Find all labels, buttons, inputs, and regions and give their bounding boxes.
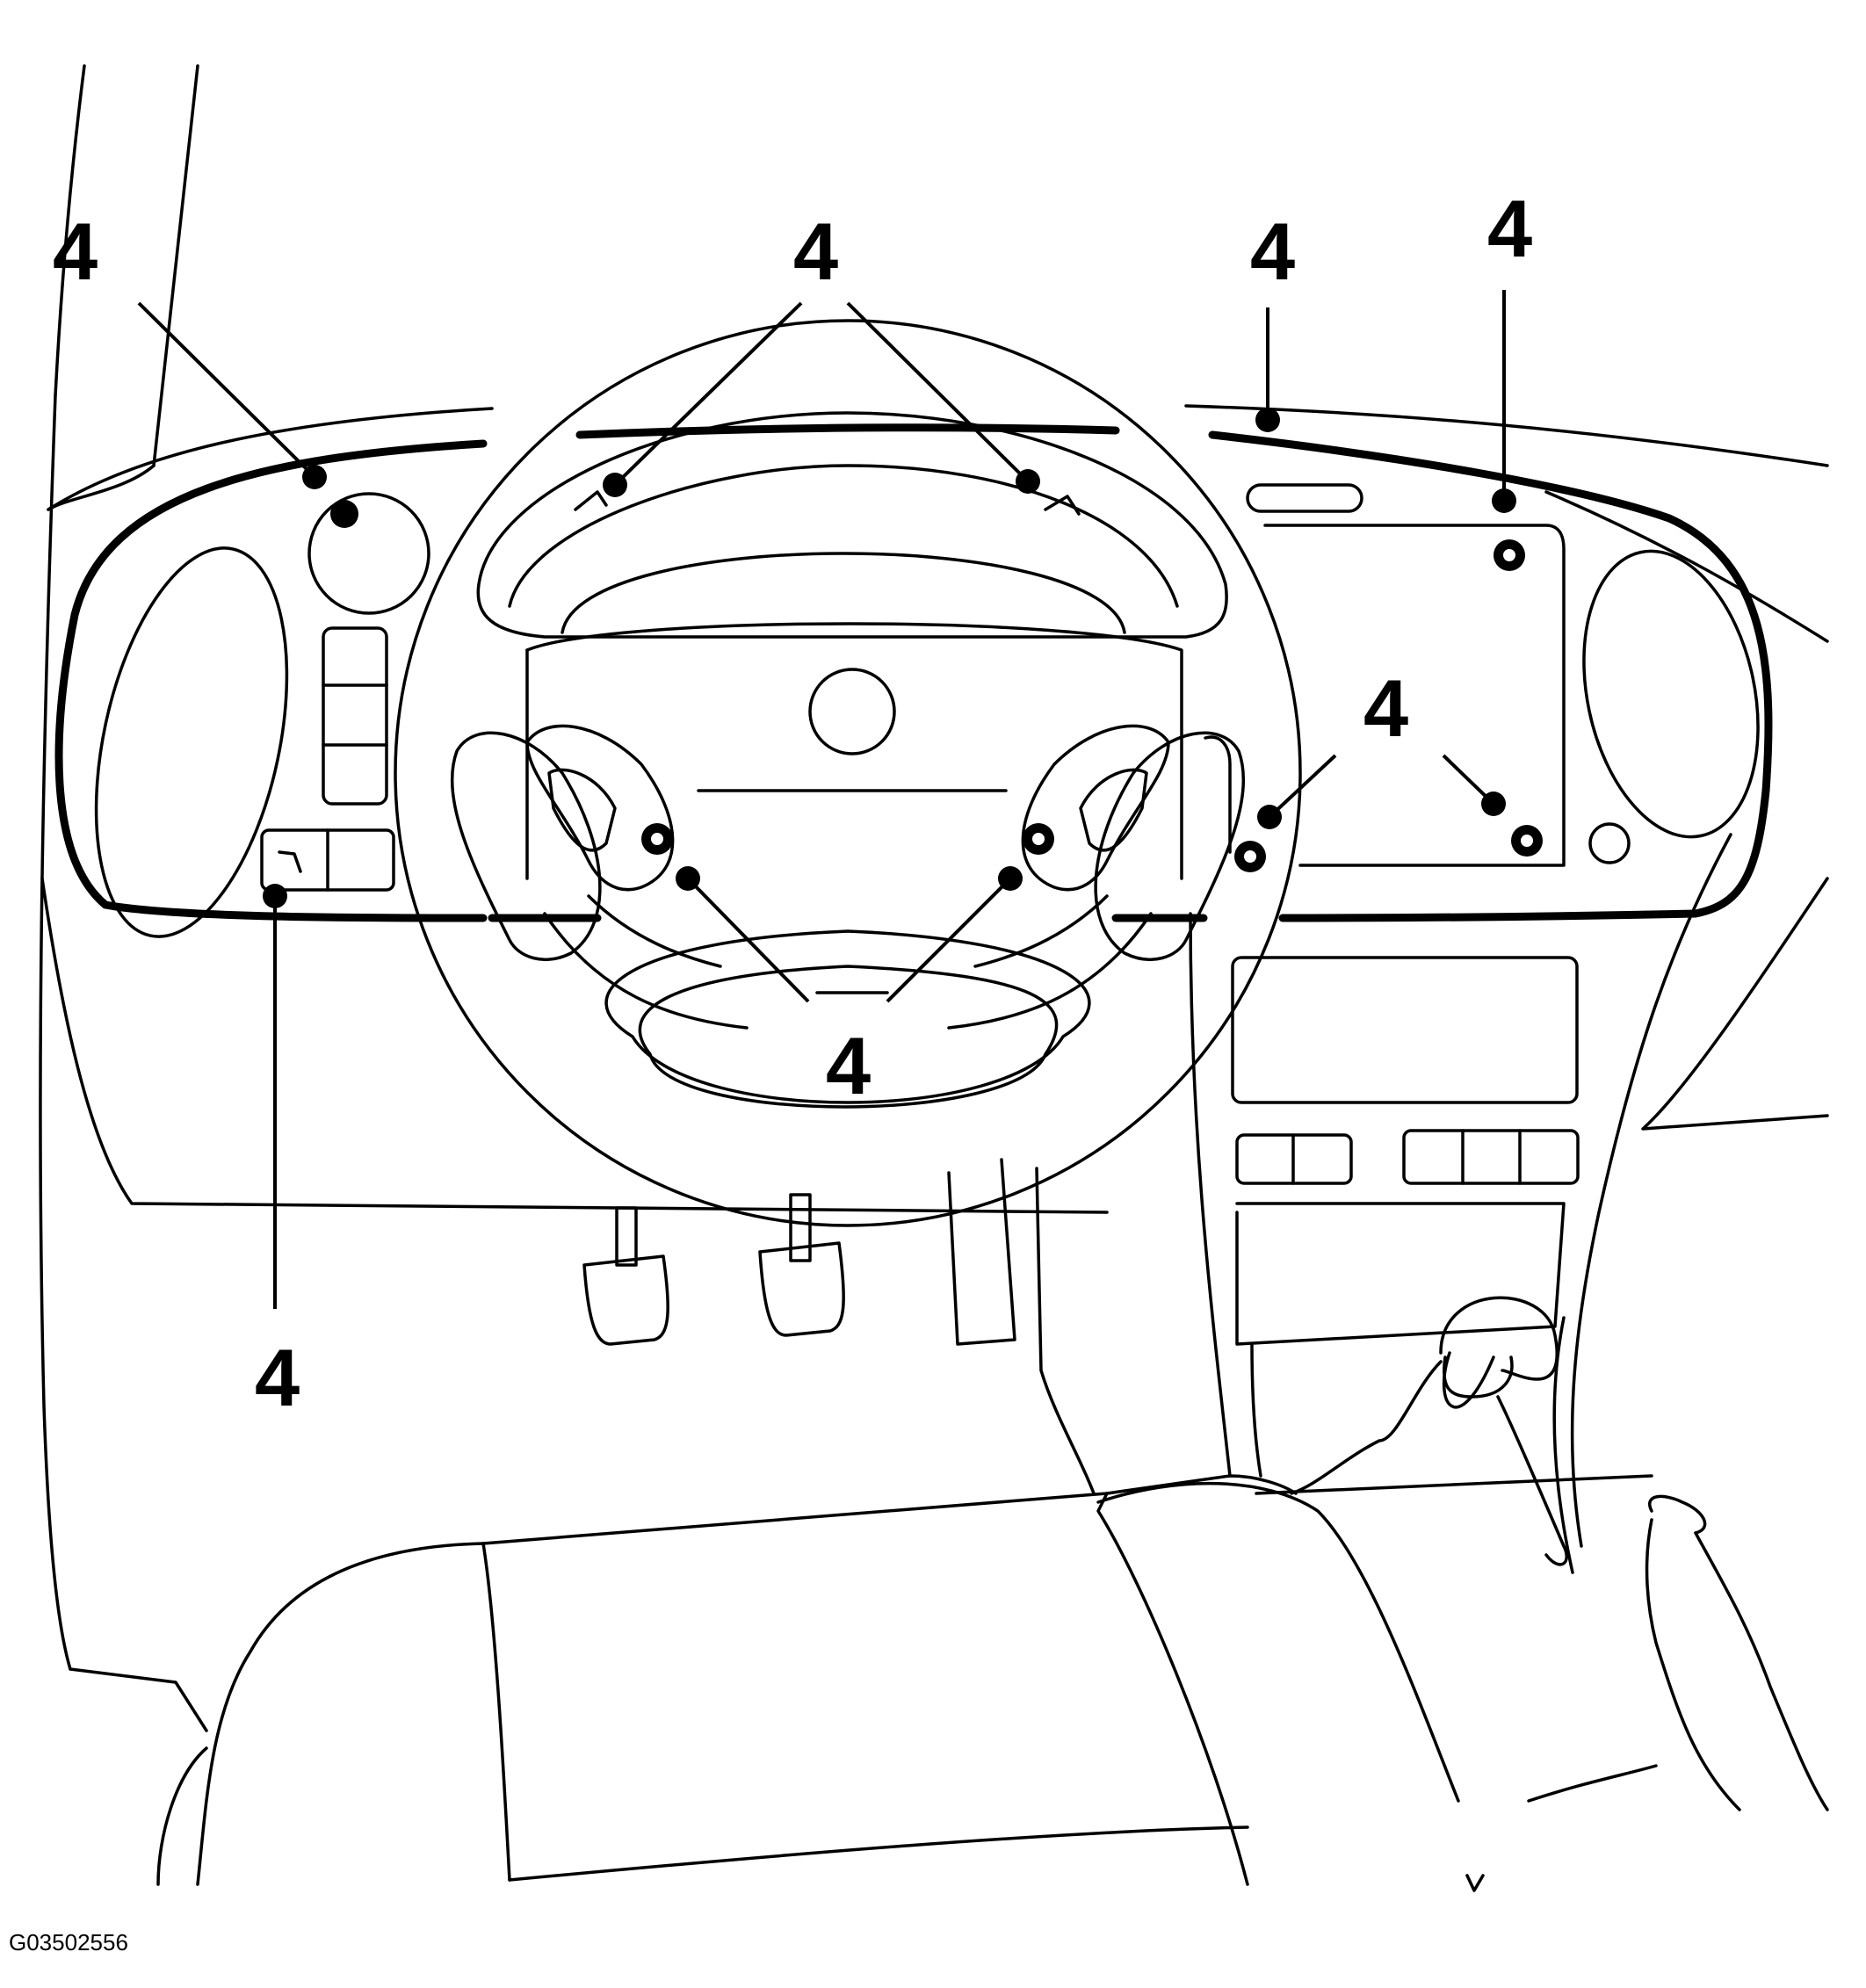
callout-label: 4 — [826, 1022, 871, 1111]
defrost-slot — [1246, 483, 1363, 513]
callout-dots — [263, 408, 1516, 908]
headlight-knob — [307, 492, 430, 615]
lower-left-switches — [260, 828, 395, 892]
figure-id: G03502556 — [9, 1929, 128, 1955]
pedals — [582, 1158, 1096, 1495]
callout-labels: 4 4 4 4 4 4 4 — [53, 184, 1532, 1423]
callout-label: 4 — [1250, 207, 1295, 297]
a-pillar — [39, 64, 208, 1732]
callout-label: 4 — [793, 207, 838, 297]
dash-trim-band — [54, 423, 1773, 922]
handbrake-area — [1527, 1494, 1829, 1811]
callout-label: 4 — [1363, 664, 1408, 754]
right-small-button — [1588, 822, 1631, 864]
bottom-mark — [1465, 1874, 1485, 1892]
left-air-vent — [94, 546, 289, 938]
callout-label: 4 — [1487, 184, 1532, 274]
display-panel — [1204, 524, 1566, 872]
center-console — [1189, 912, 1653, 1574]
driver-seat — [156, 1474, 1460, 1886]
callout-label: 4 — [53, 207, 98, 297]
horn-pad-logo — [808, 668, 896, 755]
left-switch-stack — [322, 626, 388, 806]
gear-shifter — [1290, 1296, 1568, 1566]
dashboard-outline — [40, 404, 1829, 1548]
right-air-vent — [1582, 549, 1760, 839]
steering-wheel — [394, 319, 1302, 1227]
wheel-screws — [641, 823, 1054, 855]
callout-label: 4 — [255, 1334, 300, 1423]
